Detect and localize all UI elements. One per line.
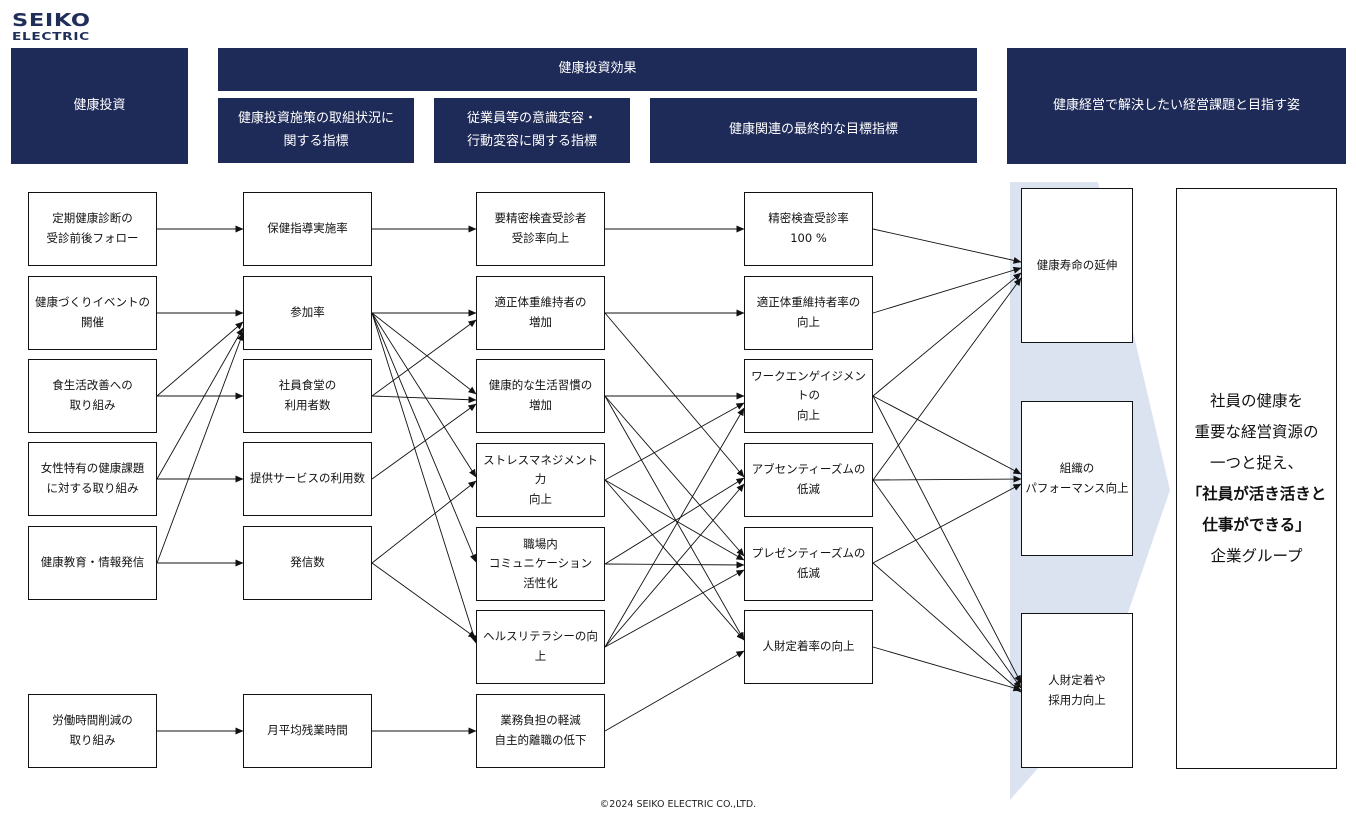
- copyright-footer: ©2024 SEIKO ELECTRIC CO.,LTD.: [599, 799, 757, 810]
- investment-health-education: 健康教育・情報発信: [28, 526, 157, 600]
- connector-arrow-38: [872, 272, 1022, 397]
- indicator-overtime: 月平均残業時間: [243, 694, 372, 768]
- connector-arrow-12: [371, 312, 477, 478]
- behavior-literacy: ヘルスリテラシーの向上: [476, 610, 605, 684]
- connector-arrow-41: [872, 277, 1022, 481]
- connector-arrow-23: [604, 312, 745, 478]
- connector-arrow-17: [371, 403, 477, 480]
- header-indicator-final: 健康関連の最終的な目標指標: [650, 98, 977, 163]
- seiko-electric-logo: SEIKO ELECTRIC: [12, 12, 127, 43]
- goal-organization-performance: 組織の パフォーマンス向上: [1021, 401, 1133, 556]
- connector-arrow-30: [604, 477, 745, 565]
- header-indicator-behavior: 従業員等の意識変容・ 行動変容に関する指標: [434, 98, 630, 163]
- connector-arrow-32: [604, 407, 745, 648]
- investment-checkup-follow: 定期健康診断の 受診前後フォロー: [28, 192, 157, 266]
- connector-arrow-16: [371, 395, 477, 404]
- connector-arrow-13: [371, 312, 477, 563]
- connector-arrow-34: [604, 569, 745, 648]
- connector-arrow-6: [156, 327, 244, 480]
- behavior-communication: 職場内 コミュニケーション 活性化: [476, 527, 605, 601]
- behavior-workload: 業務負担の軽減 自主的離職の低下: [476, 694, 605, 768]
- goal-retention-recruitment: 人財定着や 採用力向上: [1021, 613, 1133, 768]
- connector-arrow-27: [604, 402, 745, 481]
- indicator-cafeteria: 社員食堂の 利用者数: [243, 359, 372, 433]
- behavior-lifestyle: 健康的な生活習慣の 増加: [476, 359, 605, 433]
- connector-arrow-36: [872, 228, 1022, 264]
- connector-arrow-40: [872, 395, 1022, 684]
- final-engagement: ワークエンゲイジメントの 向上: [744, 359, 873, 433]
- behavior-stress: ストレスマネジメント力 向上: [476, 443, 605, 517]
- investment-women-health: 女性特有の健康課題 に対する取り組み: [28, 442, 157, 516]
- header-indicator-activity: 健康投資施策の取組状況に 関する指標: [218, 98, 414, 163]
- connector-arrow-37: [872, 266, 1022, 314]
- header-investment: 健康投資: [11, 48, 188, 164]
- connector-arrow-26: [604, 395, 745, 641]
- investment-work-hours: 労働時間削減の 取り組み: [28, 694, 157, 768]
- investment-health-event: 健康づくりイベントの 開催: [28, 276, 157, 350]
- connector-arrow-15: [371, 319, 477, 397]
- connector-arrow-7: [156, 332, 244, 564]
- connector-arrow-28: [604, 479, 745, 561]
- connector-arrow-44: [872, 483, 1022, 564]
- connector-arrow-45: [872, 562, 1022, 693]
- vision-line-3: 一つと捉え、: [1209, 453, 1303, 472]
- vision-line-6: 企業グループ: [1210, 546, 1303, 565]
- connector-arrow-39: [872, 395, 1022, 475]
- connector-arrow-29: [604, 479, 745, 641]
- logo-line-2: ELECTRIC: [12, 30, 90, 43]
- connector-arrow-31: [604, 561, 745, 569]
- connector-arrow-33: [604, 483, 745, 648]
- indicator-service-usage: 提供サービスの利用数: [243, 442, 372, 516]
- vision-box: 社員の健康を 重要な経営資源の 一つと捉え、 「社員が活き活きと 仕事ができる」…: [1176, 188, 1337, 769]
- investment-diet: 食生活改善への 取り組み: [28, 359, 157, 433]
- connector-arrow-18: [371, 480, 477, 564]
- indicator-guidance-rate: 保健指導実施率: [243, 192, 372, 266]
- logo-line-1: SEIKO: [12, 10, 91, 31]
- connector-arrow-11: [371, 312, 477, 395]
- indicator-dispatch-count: 発信数: [243, 526, 372, 600]
- connector-arrow-35: [604, 650, 745, 732]
- vision-line-4: 「社員が活き活きと: [1186, 484, 1327, 503]
- final-exam-rate: 精密検査受診率 100 %: [744, 192, 873, 266]
- final-retention-rate: 人財定着率の向上: [744, 610, 873, 684]
- connector-arrow-46: [872, 646, 1022, 692]
- connector-arrow-14: [371, 312, 478, 644]
- connector-arrow-19: [371, 562, 477, 639]
- connector-arrow-42: [872, 475, 1022, 483]
- behavior-exam-rate: 要精密検査受診者 受診率向上: [476, 192, 605, 266]
- connector-arrow-25: [604, 395, 745, 557]
- header-effects: 健康投資効果: [218, 48, 977, 91]
- final-weight-rate: 適正体重維持者率の 向上: [744, 276, 873, 350]
- connector-arrow-43: [872, 479, 1022, 689]
- final-absenteeism: アブセンティーズムの 低減: [744, 443, 873, 517]
- header-management-goal: 健康経営で解決したい経営課題と目指す姿: [1007, 48, 1346, 164]
- behavior-weight: 適正体重維持者の 増加: [476, 276, 605, 350]
- final-presenteeism: プレゼンティーズムの 低減: [744, 527, 873, 601]
- vision-line-2: 重要な経営資源の: [1194, 422, 1319, 441]
- vision-line-1: 社員の健康を: [1209, 391, 1303, 410]
- indicator-participation: 参加率: [243, 276, 372, 350]
- vision-line-5: 仕事ができる」: [1202, 515, 1311, 534]
- goal-healthy-life: 健康寿命の延伸: [1021, 188, 1133, 343]
- connector-arrow-5: [156, 321, 244, 397]
